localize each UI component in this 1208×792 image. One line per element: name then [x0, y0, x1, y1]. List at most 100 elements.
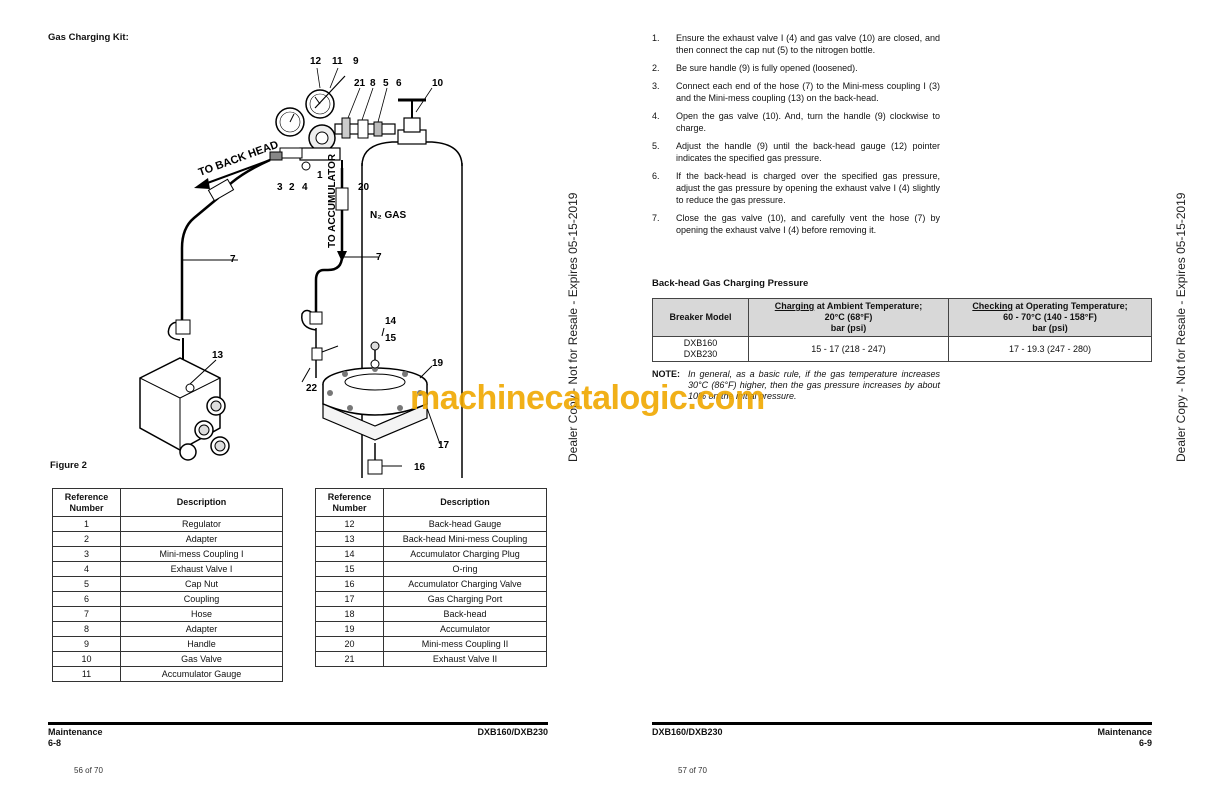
- list-item: 1. Ensure the exhaust valve I (4) and gas…: [652, 32, 940, 56]
- callout-17: 17: [438, 440, 450, 451]
- model-dxb160: DXB160: [683, 338, 718, 348]
- description-header: Description: [120, 488, 283, 517]
- callout-4: 4: [302, 182, 308, 193]
- description-cell: Exhaust Valve I: [120, 561, 283, 577]
- step-number: 1.: [652, 33, 660, 43]
- callout-9: 9: [353, 56, 359, 67]
- n2-gas-label: N₂ GAS: [370, 210, 406, 221]
- footer-rule: [652, 722, 1152, 725]
- step-text: Ensure the exhaust valve I (4) and gas v…: [676, 33, 940, 55]
- charging-value-cell: 15 - 17 (218 - 247): [748, 336, 949, 362]
- ref-number-cell: 17: [315, 591, 384, 607]
- checking-header: Checking at Operating Temperature; 60 - …: [948, 298, 1152, 337]
- description-cell: Back-head Mini-mess Coupling: [383, 531, 547, 547]
- breaker-model-header: Breaker Model: [652, 298, 749, 337]
- ref-number-cell: 6: [52, 591, 121, 607]
- description-cell: O-ring: [383, 561, 547, 577]
- note-text: In general, as a basic rule, if the gas …: [688, 369, 940, 401]
- ref-number-cell: 5: [52, 576, 121, 592]
- footer-rule: [48, 722, 548, 725]
- ref-number-cell: 19: [315, 621, 384, 637]
- ref-number-cell: 18: [315, 606, 384, 622]
- ref-number-cell: 14: [315, 546, 384, 562]
- list-item: 5.Adjust the handle (9) until the back-h…: [652, 140, 940, 164]
- list-item: 6.If the back-head is charged over the s…: [652, 170, 940, 206]
- back-head-gauge: [275, 107, 305, 137]
- description-cell: Gas Valve: [120, 651, 283, 667]
- note-label: NOTE:: [652, 369, 680, 379]
- charging-temp: 20°C (68°F): [824, 312, 873, 322]
- ref-header-line1: Reference: [327, 491, 372, 502]
- pressure-table-title: Back-head Gas Charging Pressure: [652, 278, 809, 289]
- checking-value-cell: 17 - 19.3 (247 - 280): [948, 336, 1152, 362]
- ref-number-cell: 3: [52, 546, 121, 562]
- checking-unit: bar (psi): [1032, 323, 1068, 333]
- diagram-callouts: 12 11 9 21 8 5 6 10 3 2 4 1 20 7 7 13 14…: [212, 56, 450, 473]
- to-back-head-label: TO BACK HEAD: [197, 139, 280, 179]
- ref-number-cell: 1: [52, 516, 121, 532]
- step-number: 6.: [652, 171, 660, 181]
- step-text: Be sure handle (9) is fully opened (loos…: [676, 63, 858, 73]
- ref-number-cell: 20: [315, 636, 384, 652]
- checking-temp: 60 - 70°C (140 - 158°F): [1003, 312, 1097, 322]
- model-dxb230: DXB230: [683, 349, 718, 359]
- page-count: 56 of 70: [74, 766, 103, 775]
- ref-number-cell: 9: [52, 636, 121, 652]
- page-count: 57 of 70: [678, 766, 707, 775]
- ref-number-cell: 8: [52, 621, 121, 637]
- step-number: 2.: [652, 63, 660, 73]
- list-item: 4.Open the gas valve (10). And, turn the…: [652, 110, 940, 134]
- callout-8: 8: [370, 78, 376, 89]
- description-cell: Accumulator Charging Plug: [383, 546, 547, 562]
- description-cell: Regulator: [120, 516, 283, 532]
- description-cell: Adapter: [120, 531, 283, 547]
- regulator: [299, 75, 396, 161]
- description-cell: Gas Charging Port: [383, 591, 547, 607]
- footer-page-number: 6-8: [48, 738, 62, 748]
- callout-5: 5: [383, 78, 389, 89]
- gas-charging-kit-diagram: N₂ GAS TO BACK: [139, 56, 463, 478]
- step-text: Connect each end of the hose (7) to the …: [676, 81, 940, 103]
- ref-number-cell: 21: [315, 651, 384, 667]
- footer-section-name: Maintenance: [1097, 727, 1152, 737]
- step-text: Close the gas valve (10), and carefully …: [676, 213, 940, 235]
- ref-number-header: Reference Number: [52, 488, 121, 517]
- ref-number-cell: 10: [52, 651, 121, 667]
- ref-number-cell: 13: [315, 531, 384, 547]
- accumulator: [322, 341, 428, 441]
- ref-header-line2: Number: [69, 502, 104, 513]
- footer-section-name: Maintenance: [48, 727, 103, 737]
- mini-mess-coupling-1: [269, 147, 311, 171]
- charging-steps: 1. Ensure the exhaust valve I (4) and gas…: [652, 32, 940, 242]
- charging-rest: at Ambient Temperature;: [814, 301, 923, 311]
- dealer-watermark: Dealer Copy - Not for Resale - Expires 0…: [566, 192, 580, 462]
- footer-page-number: 6-9: [1138, 738, 1152, 748]
- callout-14: 14: [385, 316, 397, 327]
- description-cell: Hose: [120, 606, 283, 622]
- charging-header: Charging at Ambient Temperature; 20°C (6…: [748, 298, 949, 337]
- site-watermark: machinecatalogic.com: [410, 379, 765, 417]
- section-title: Gas Charging Kit:: [48, 32, 129, 43]
- ref-number-cell: 11: [52, 666, 121, 682]
- accumulator-gauge: [305, 89, 335, 119]
- callout-10: 10: [432, 78, 444, 89]
- description-cell: Mini-mess Coupling I: [120, 546, 283, 562]
- callout-19: 19: [432, 358, 444, 369]
- description-cell: Accumulator Gauge: [120, 666, 283, 682]
- step-number: 4.: [652, 111, 660, 121]
- table-row: DXB160 DXB230 15 - 17 (218 - 247) 17 - 1…: [652, 336, 1152, 362]
- step-text: Adjust the handle (9) until the back-hea…: [676, 141, 940, 163]
- description-cell: Cap Nut: [120, 576, 283, 592]
- footer-section: Maintenance 6-9: [1097, 727, 1152, 749]
